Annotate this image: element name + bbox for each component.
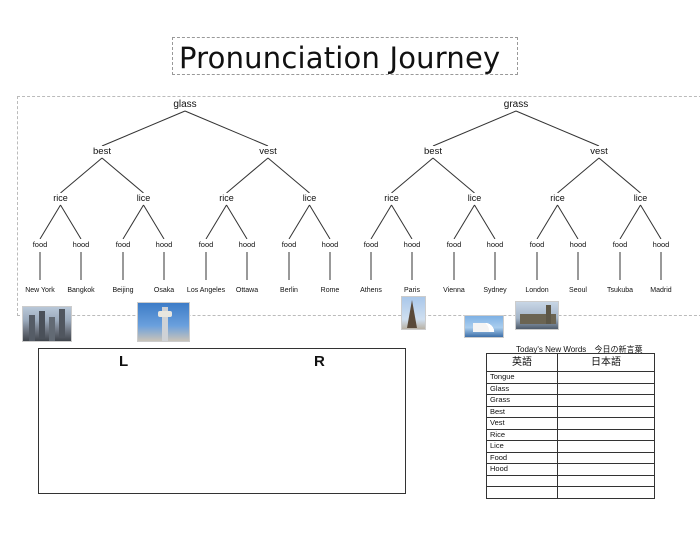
lr-right-label: R: [314, 353, 325, 370]
tree-node-best: best: [422, 146, 444, 157]
city-label: Osaka: [153, 287, 175, 294]
tree-node-vest: vest: [588, 146, 610, 157]
city-label: Beijing: [112, 287, 134, 294]
tree-node-rice: rice: [382, 193, 401, 204]
vocab-row: [486, 486, 655, 499]
vocab-row: Food: [486, 451, 655, 464]
city-label: Rome: [320, 287, 340, 294]
tree-leaf-hood: hood: [484, 239, 506, 250]
vocab-japanese-cell: [557, 463, 655, 476]
london-photo: [515, 301, 559, 330]
vocab-japanese-cell: [557, 417, 655, 430]
vocab-japanese-cell: [557, 394, 655, 407]
city-label: Athens: [360, 287, 382, 294]
tree-leaf-food: food: [196, 239, 216, 250]
lr-box: L R: [38, 348, 406, 494]
city-label: New York: [25, 287, 55, 294]
vocab-english-cell: Food: [486, 451, 558, 464]
sydney-photo: [464, 315, 504, 338]
city-label: Berlin: [280, 287, 298, 294]
vocab-row: Rice: [486, 428, 655, 441]
tree-leaf-food: food: [527, 239, 547, 250]
tree-node-rice: rice: [548, 193, 567, 204]
vocab-japanese-cell: [557, 440, 655, 453]
vocab-col-jp: 日本語: [557, 353, 655, 372]
tree-node-lice: lice: [300, 193, 319, 204]
vocab-row: Hood: [486, 463, 655, 476]
vocab-title: Today's New Words 今日の新言葉: [516, 344, 643, 355]
vocab-title-jp: 今日の新言葉: [594, 345, 643, 354]
title-box: Pronunciation Journey: [172, 37, 518, 75]
city-label: Madrid: [650, 287, 672, 294]
vocab-row: Vest: [486, 417, 655, 430]
city-label: Seoul: [569, 287, 587, 294]
tree-node-vest: vest: [257, 146, 279, 157]
tree-node-rice: rice: [217, 193, 236, 204]
tree-leaf-food: food: [361, 239, 381, 250]
vocab-japanese-cell: [557, 486, 655, 499]
osaka-photo: [137, 302, 190, 342]
tree-node-rice: rice: [51, 193, 70, 204]
vocab-row: Grass: [486, 394, 655, 407]
vocab-english-cell: [486, 486, 558, 499]
vocab-japanese-cell: [557, 405, 655, 418]
vocab-japanese-cell: [557, 451, 655, 464]
tree-leaf-hood: hood: [70, 239, 92, 250]
vocab-english-cell: Grass: [486, 394, 558, 407]
vocab-title-en: Today's New Words: [516, 345, 587, 354]
tree-root-grass: grass: [501, 99, 531, 110]
vocab-english-cell: Lice: [486, 440, 558, 453]
tree-leaf-food: food: [444, 239, 464, 250]
tree-node-best: best: [91, 146, 113, 157]
vocab-row: Best: [486, 405, 655, 418]
city-label: Vienna: [443, 287, 465, 294]
tree-leaf-hood: hood: [401, 239, 423, 250]
tree-root-glass: glass: [171, 99, 199, 110]
tree-leaf-food: food: [30, 239, 50, 250]
city-label: Tsukuba: [606, 287, 634, 294]
city-label: London: [525, 287, 549, 294]
city-label: Sydney: [483, 287, 507, 294]
vocab-english-cell: Glass: [486, 382, 558, 395]
vocab-english-cell: Vest: [486, 417, 558, 430]
vocab-japanese-cell: [557, 371, 655, 384]
paris-photo: [401, 296, 426, 330]
tree-leaf-hood: hood: [236, 239, 258, 250]
vocab-english-cell: Rice: [486, 428, 558, 441]
vocab-row: Tongue: [486, 371, 655, 384]
tree-leaf-food: food: [610, 239, 630, 250]
tree-node-lice: lice: [631, 193, 650, 204]
lr-left-label: L: [119, 353, 129, 370]
tree-node-lice: lice: [134, 193, 153, 204]
tree-leaf-hood: hood: [153, 239, 175, 250]
vocab-japanese-cell: [557, 474, 655, 487]
vocab-english-cell: Hood: [486, 463, 558, 476]
vocab-row: Lice: [486, 440, 655, 453]
tree-leaf-food: food: [279, 239, 299, 250]
vocab-col-en: 英語: [486, 353, 558, 372]
vocab-japanese-cell: [557, 428, 655, 441]
tree-frame: [17, 96, 700, 316]
vocab-row: Glass: [486, 382, 655, 395]
city-label: Los Angeles: [186, 287, 226, 294]
city-label: Paris: [404, 287, 420, 294]
vocab-english-cell: Best: [486, 405, 558, 418]
tree-node-lice: lice: [465, 193, 484, 204]
tree-leaf-food: food: [113, 239, 133, 250]
vocab-row: [486, 474, 655, 487]
new-york-photo: [22, 306, 72, 342]
tree-leaf-hood: hood: [567, 239, 589, 250]
city-label: Bangkok: [67, 287, 95, 294]
vocab-japanese-cell: [557, 382, 655, 395]
tree-leaf-hood: hood: [650, 239, 672, 250]
city-label: Ottawa: [235, 287, 259, 294]
vocab-english-cell: [486, 474, 558, 487]
page-title: Pronunciation Journey: [179, 41, 501, 75]
tree-leaf-hood: hood: [319, 239, 341, 250]
vocab-english-cell: Tongue: [486, 371, 558, 384]
